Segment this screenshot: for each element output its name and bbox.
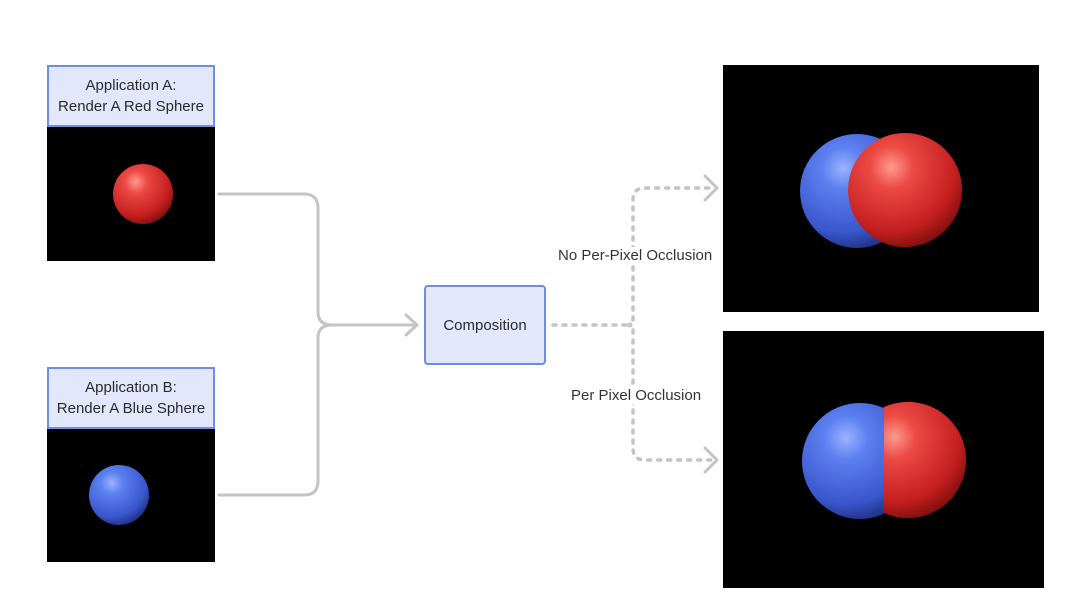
app-b-render bbox=[89, 465, 149, 525]
composition-label: Composition bbox=[443, 316, 527, 334]
app-a-render-panel bbox=[47, 127, 215, 261]
app-b-title-line2: Render A Blue Sphere bbox=[56, 400, 206, 417]
output-per-pixel-panel bbox=[723, 331, 1044, 588]
per-pixel-occlusion-label: Per Pixel Occlusion bbox=[569, 387, 704, 404]
connector-a bbox=[217, 192, 416, 327]
no-per-pixel-occlusion-label: No Per-Pixel Occlusion bbox=[556, 247, 715, 264]
app-a-title-box: Application A: Render A Red Sphere bbox=[47, 65, 215, 127]
blue-sphere-icon bbox=[89, 465, 149, 525]
composition-box: Composition bbox=[424, 285, 546, 365]
dashed-connector-up bbox=[631, 186, 714, 322]
red-sphere-icon bbox=[848, 133, 962, 247]
app-b-title-box: Application B: Render A Blue Sphere bbox=[47, 367, 215, 429]
output-no-occlusion-render bbox=[800, 133, 962, 248]
output-per-pixel-render bbox=[802, 402, 966, 519]
app-b-title-line1: Application B: bbox=[85, 379, 177, 396]
red-sphere-icon bbox=[113, 164, 173, 224]
app-b-render-panel bbox=[47, 429, 215, 562]
arrowhead-top-output bbox=[703, 174, 719, 202]
app-a-title-line2: Render A Red Sphere bbox=[58, 98, 204, 115]
arrowhead-bottom-output bbox=[703, 446, 719, 474]
output-no-occlusion-panel bbox=[723, 65, 1039, 312]
connector-arrowhead-composition bbox=[404, 313, 419, 337]
app-a-title-line1: Application A: bbox=[85, 77, 177, 94]
connector-b bbox=[217, 323, 334, 497]
app-a-render bbox=[113, 164, 173, 224]
